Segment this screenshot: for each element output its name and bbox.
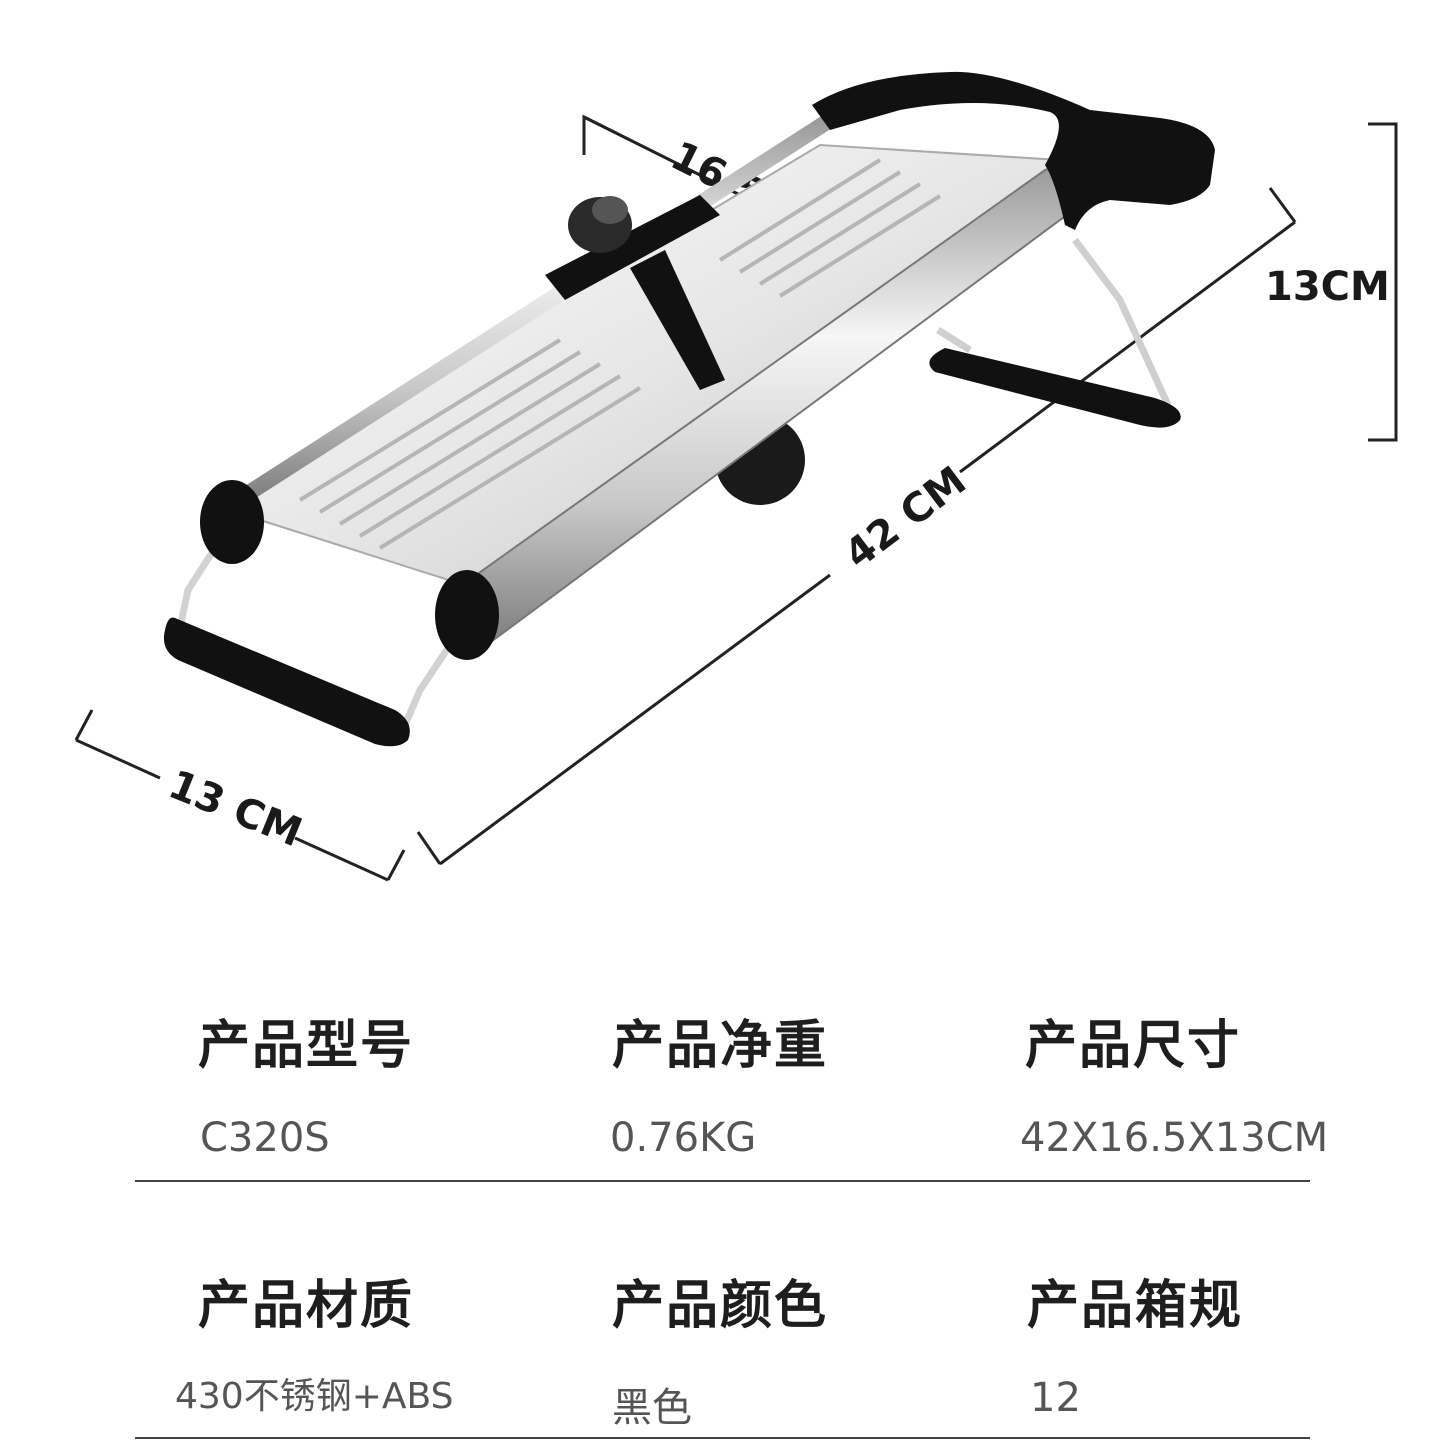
spec-label: 产品型号 (198, 1016, 415, 1076)
spec-value: 42X16.5X13CM (1020, 1115, 1329, 1161)
height-dimension: 13CM (1265, 122, 1398, 442)
length-dimension-label: 42 CM (836, 458, 974, 578)
spec-label: 产品尺寸 (1025, 1016, 1242, 1076)
mandoline-slicer (163, 71, 1215, 747)
spec-value: 0.76KG (610, 1115, 757, 1161)
height-dimension-label: 13CM (1265, 264, 1390, 310)
spec-label: 产品颜色 (612, 1276, 829, 1336)
spec-label: 产品箱规 (1027, 1276, 1244, 1336)
depth-dimension: 13 CM (74, 709, 406, 882)
spec-value: 12 (1030, 1375, 1081, 1421)
spec-value: 430不锈钢+ABS (175, 1376, 454, 1417)
product-illustration: 16.5CM 13CM 42 CM 13 CM (74, 71, 1398, 882)
spec-label: 产品材质 (198, 1276, 415, 1336)
spec-divider (135, 1437, 1310, 1439)
spec-label: 产品净重 (612, 1016, 829, 1076)
spec-value: C320S (200, 1115, 330, 1161)
spec-divider (135, 1180, 1310, 1182)
spec-value: 黑色 (612, 1385, 692, 1431)
depth-dimension-label: 13 CM (162, 762, 308, 857)
